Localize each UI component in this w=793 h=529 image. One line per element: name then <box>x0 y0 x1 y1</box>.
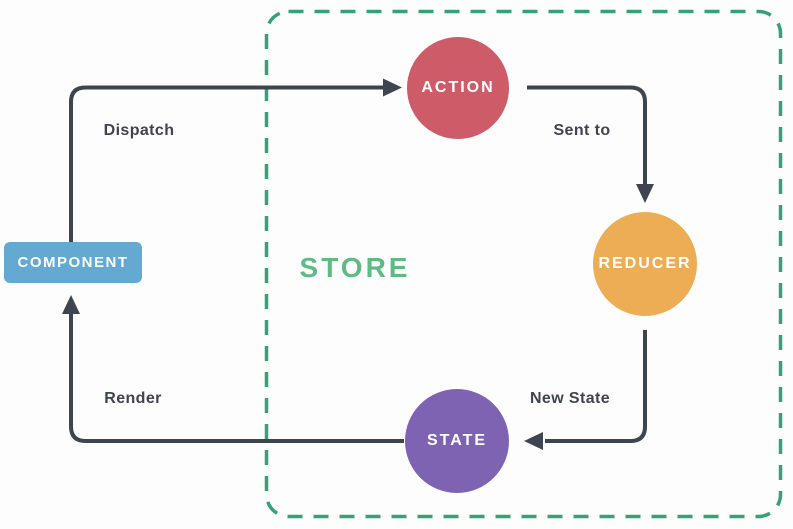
node-reducer: REDUCER <box>593 212 697 316</box>
node-component: COMPONENT <box>4 242 142 283</box>
arrow-render <box>62 295 404 443</box>
arrow-dispatch-line <box>69 85 384 242</box>
node-component-label: COMPONENT <box>17 254 129 271</box>
store-boundary-dashed-border <box>264 9 783 519</box>
edge-label-dispatch: Dispatch <box>103 122 175 139</box>
arrow-render-head-icon <box>62 295 80 314</box>
arrow-new-state <box>524 330 647 450</box>
node-state: STATE <box>405 389 509 493</box>
arrow-render-line <box>69 312 404 443</box>
arrow-sent-to <box>527 85 654 203</box>
arrow-dispatch-head-icon <box>383 78 402 97</box>
edge-label-render: Render <box>104 390 162 407</box>
node-action-label: ACTION <box>421 79 495 96</box>
node-reducer-label: REDUCER <box>598 255 692 272</box>
arrow-dispatch <box>69 78 402 242</box>
edge-label-sent-to: Sent to <box>553 122 611 139</box>
store-label: STORE <box>299 252 411 283</box>
node-action: ACTION <box>407 37 509 139</box>
arrow-new-state-line <box>545 330 647 443</box>
node-state-label: STATE <box>426 432 488 449</box>
arrow-new-state-head-icon <box>524 432 543 450</box>
edge-label-new-state: New State <box>529 390 611 407</box>
arrow-sent-to-line <box>527 85 647 186</box>
arrow-sent-to-head-icon <box>636 184 654 203</box>
